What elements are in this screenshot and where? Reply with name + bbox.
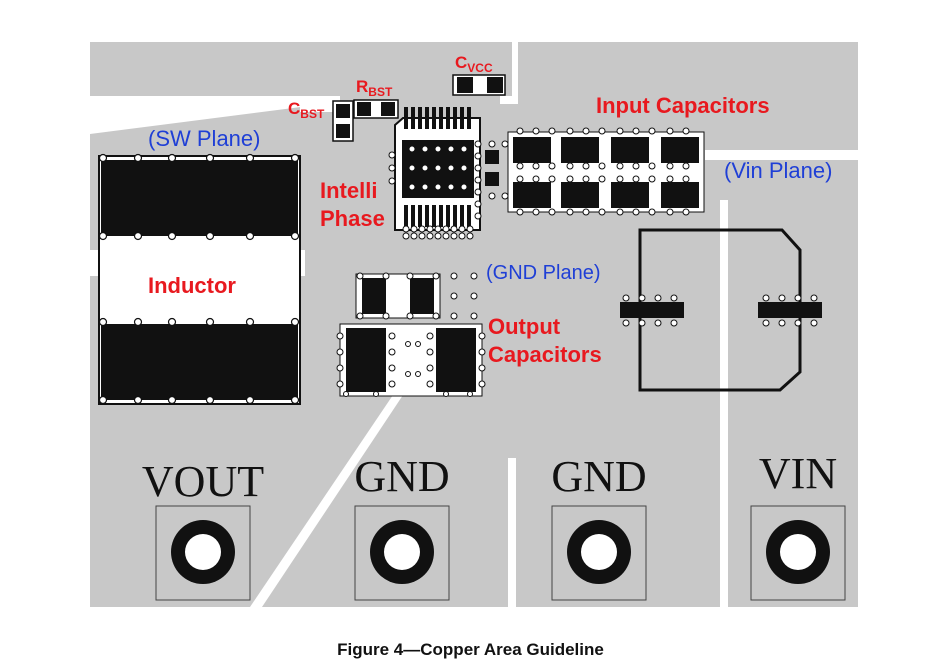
terminal-vin: [750, 505, 846, 601]
gnd-label-1: GND: [354, 452, 449, 501]
vin-label: VIN: [759, 449, 837, 498]
input-capacitors-label: Input Capacitors: [596, 93, 770, 118]
r-bst-label: RBST: [356, 77, 393, 99]
gnd-label-2: GND: [551, 452, 646, 501]
c-bst-component: [332, 100, 354, 142]
inductor: [98, 153, 301, 405]
gnd-plane-region: [620, 228, 822, 392]
output-capacitors: [336, 272, 486, 397]
input-capacitors: [507, 127, 705, 216]
c-vcc-label: CVCC: [455, 53, 493, 75]
inductor-label: Inductor: [148, 273, 236, 298]
gnd-plane-label: (GND Plane): [486, 262, 600, 284]
r-bst-component: [353, 99, 399, 119]
vout-label: VOUT: [142, 457, 264, 506]
sw-plane-label: (SW Plane): [148, 126, 260, 151]
intelliphase-ic: [388, 107, 509, 240]
intelli-label: Intelli: [320, 178, 377, 203]
c-vcc-component: [452, 74, 506, 96]
output-label: Output: [488, 314, 561, 339]
terminal-vout: [155, 505, 251, 601]
terminal-gnd-1: [354, 505, 450, 601]
phase-label: Phase: [320, 206, 385, 231]
figure-caption: Figure 4—Copper Area Guideline: [337, 640, 604, 659]
capacitors-label: Capacitors: [488, 342, 602, 367]
terminal-gnd-2: [551, 505, 647, 601]
c-bst-label: CBST: [288, 99, 325, 121]
vin-plane-label: (Vin Plane): [724, 158, 832, 183]
